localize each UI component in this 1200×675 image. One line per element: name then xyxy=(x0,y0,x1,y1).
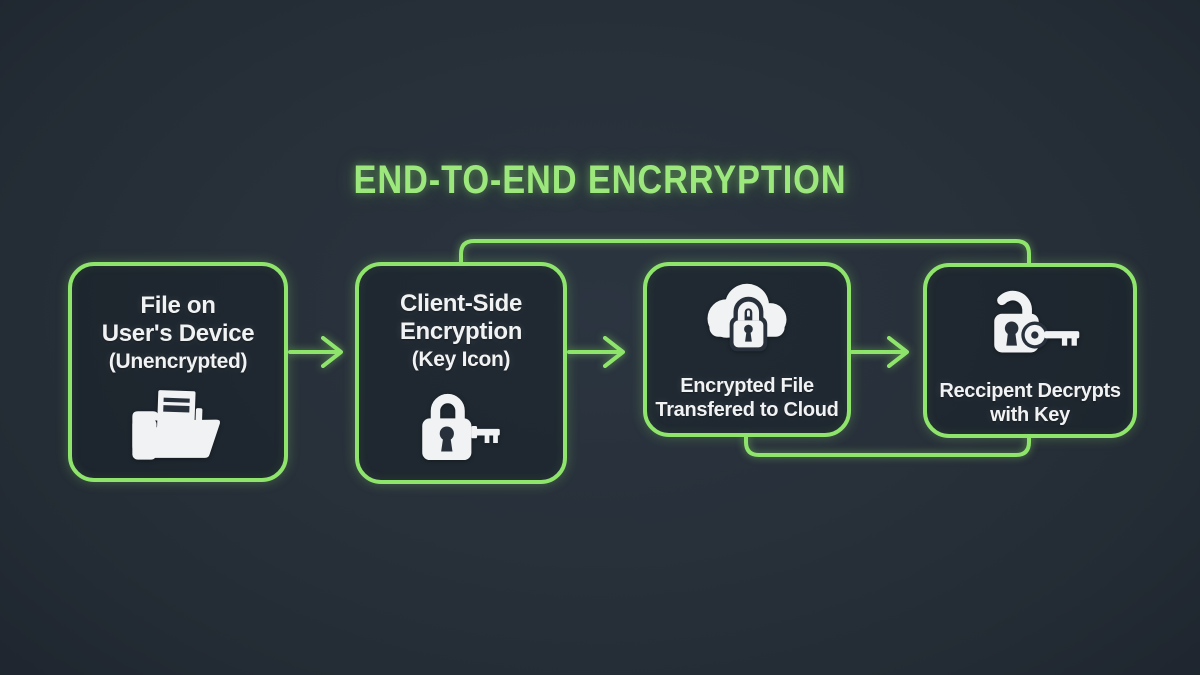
open-folder-document-icon xyxy=(132,390,221,460)
step-label-line: User's Device xyxy=(101,320,255,347)
step-label-line: Reccipent Decrypts xyxy=(939,380,1121,402)
step-label-line: Transfered to Cloud xyxy=(655,399,839,421)
step-label-line: Encrypted File xyxy=(680,375,814,397)
step-box-encrypted-file-cloud: Encrypted File Transfered to Cloud xyxy=(643,262,851,437)
step-box-file-on-device: File on User's Device (Unencrypted) xyxy=(68,262,288,482)
step-label-line: with Key xyxy=(990,404,1070,426)
top-connector-line xyxy=(459,239,1031,265)
step-box-recipient-decrypts: Reccipent Decrypts with Key xyxy=(923,263,1137,438)
step-label-line: Client-Side xyxy=(399,290,523,317)
diagram-title: END-TO-END ENCRRYPTION xyxy=(353,158,847,202)
step-label-line: (Unencrypted) xyxy=(108,350,248,373)
padlock-key-icon xyxy=(422,393,500,461)
cloud-padlock-icon xyxy=(707,283,787,352)
arrow-right-icon-2 xyxy=(567,336,625,368)
arrow-right-icon-3 xyxy=(850,336,909,368)
bottom-connector-line xyxy=(744,435,1031,457)
step-label-line: (Key Icon) xyxy=(411,348,511,371)
open-padlock-key-icon xyxy=(994,290,1080,353)
step-label-line: File on xyxy=(140,292,216,319)
arrow-right-icon-1 xyxy=(288,336,343,368)
step-label-line: Encryption xyxy=(399,318,523,345)
step-box-client-side-encryption: Client-Side Encryption (Key Icon) xyxy=(355,262,567,484)
